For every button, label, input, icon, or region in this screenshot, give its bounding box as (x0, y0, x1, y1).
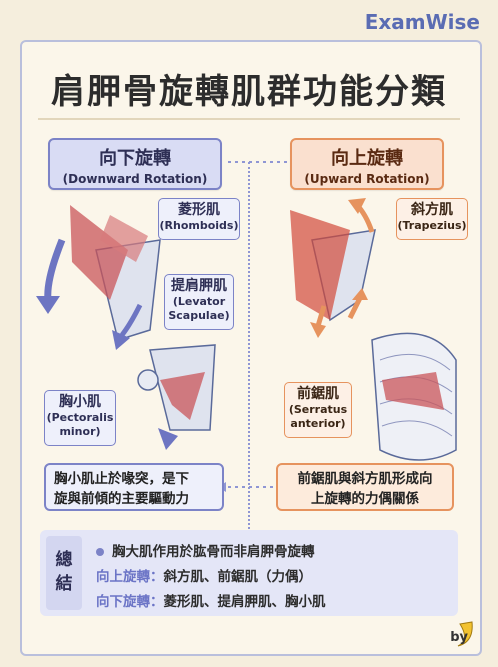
note-right-line2: 上旋轉的力偶關係 (311, 491, 419, 507)
summary-row-3: 向下旋轉：菱形肌、提肩胛肌、胸小肌 (96, 590, 326, 610)
summary-box: 總 結 胸大肌作用於肱骨而非肩胛骨旋轉 向上旋轉：斜方肌、前鋸肌（力偶） 向下旋… (40, 530, 458, 616)
label-trap-zh: 斜方肌 (411, 202, 453, 218)
upward-rotation-header: 向上旋轉 (Upward Rotation) (290, 138, 444, 190)
label-serratus-zh: 前鋸肌 (297, 386, 339, 402)
summary-row2-key: 向上旋轉： (96, 569, 164, 585)
label-levator-scapulae: 提肩胛肌 (Levator Scapulae) (164, 274, 234, 330)
note-left-line2: 旋與前傾的主要驅動力 (54, 491, 189, 507)
note-left-line1: 胸小肌止於喙突，是下 (54, 471, 189, 487)
upward-arrowhead-3 (352, 288, 368, 300)
ribcage-illustration (371, 332, 457, 461)
scapula-illustration-lower-left (137, 344, 216, 431)
title-rule (38, 118, 460, 120)
label-levator-zh: 提肩胛肌 (171, 278, 227, 294)
label-trapezius: 斜方肌 (Trapezius) (396, 198, 468, 240)
label-rhomboids: 菱形肌 (Rhomboids) (158, 198, 240, 240)
label-serratus-anterior: 前鋸肌 (Serratus anterior) (284, 382, 352, 438)
label-serratus-en2: anterior) (290, 417, 346, 430)
summary-tag: 總 結 (46, 536, 82, 610)
downward-arrow-mid (120, 303, 143, 337)
upward-arrowhead-2 (310, 322, 326, 338)
summary-row-1: 胸大肌作用於肱骨而非肩胛骨旋轉 (96, 540, 315, 560)
label-levator-en1: (Levator (172, 295, 226, 308)
scapula-illustration-upper-right (290, 210, 376, 322)
summary-row1-text: 胸大肌作用於肱骨而非肩胛骨旋轉 (112, 544, 315, 560)
page-title: 肩胛骨旋轉肌群功能分類 (51, 72, 447, 112)
label-pec-en2: minor) (59, 425, 101, 438)
summary-tag-char1: 總 (55, 550, 73, 570)
summary-tag-char2: 結 (55, 574, 73, 594)
label-trap-en: (Trapezius) (397, 219, 467, 232)
label-pec-zh: 胸小肌 (59, 394, 101, 410)
upward-arrow-2 (315, 305, 327, 327)
label-pectoralis-minor: 胸小肌 (Pectoralis minor) (44, 390, 116, 446)
summary-row-2: 向上旋轉：斜方肌、前鋸肌（力偶） (96, 565, 312, 585)
label-rhomboids-en: (Rhomboids) (159, 219, 239, 232)
note-force-couple: 前鋸肌與斜方肌形成向 上旋轉的力偶關係 (276, 463, 454, 511)
byline: by (450, 630, 468, 645)
center-divider (248, 162, 250, 537)
summary-row3-value: 菱形肌、提肩胛肌、胸小肌 (163, 594, 326, 610)
note-right-line1: 前鋸肌與斜方肌形成向 (297, 471, 433, 487)
label-levator-en2: Scapulae) (168, 309, 230, 322)
upward-arrowhead-1 (348, 198, 366, 214)
downward-arrowhead-left (36, 296, 60, 314)
label-serratus-en1: (Serratus (288, 403, 348, 416)
brand-logo: ExamWise (364, 10, 480, 34)
note-pectoralis: 胸小肌止於喙突，是下 旋與前傾的主要驅動力 (44, 463, 224, 511)
upward-subtitle: (Upward Rotation) (304, 172, 430, 186)
upward-title: 向上旋轉 (331, 148, 403, 169)
downward-arrow-left (44, 238, 66, 301)
downward-arrowhead-low (158, 428, 178, 450)
label-pec-en1: (Pectoralis (46, 411, 114, 424)
summary-row2-value: 斜方肌、前鋸肌（力偶） (163, 569, 313, 585)
downward-title: 向下旋轉 (99, 148, 171, 169)
scapula-illustration-upper-left (70, 205, 161, 341)
summary-row3-key: 向下旋轉： (96, 594, 164, 610)
downward-arrowhead-mid (112, 330, 130, 350)
downward-rotation-header: 向下旋轉 (Downward Rotation) (48, 138, 222, 190)
label-rhomboids-zh: 菱形肌 (178, 202, 220, 218)
upward-arrow-3 (347, 296, 363, 320)
downward-subtitle: (Downward Rotation) (62, 172, 208, 186)
banana-icon (457, 621, 473, 647)
bullet-icon (96, 548, 104, 556)
